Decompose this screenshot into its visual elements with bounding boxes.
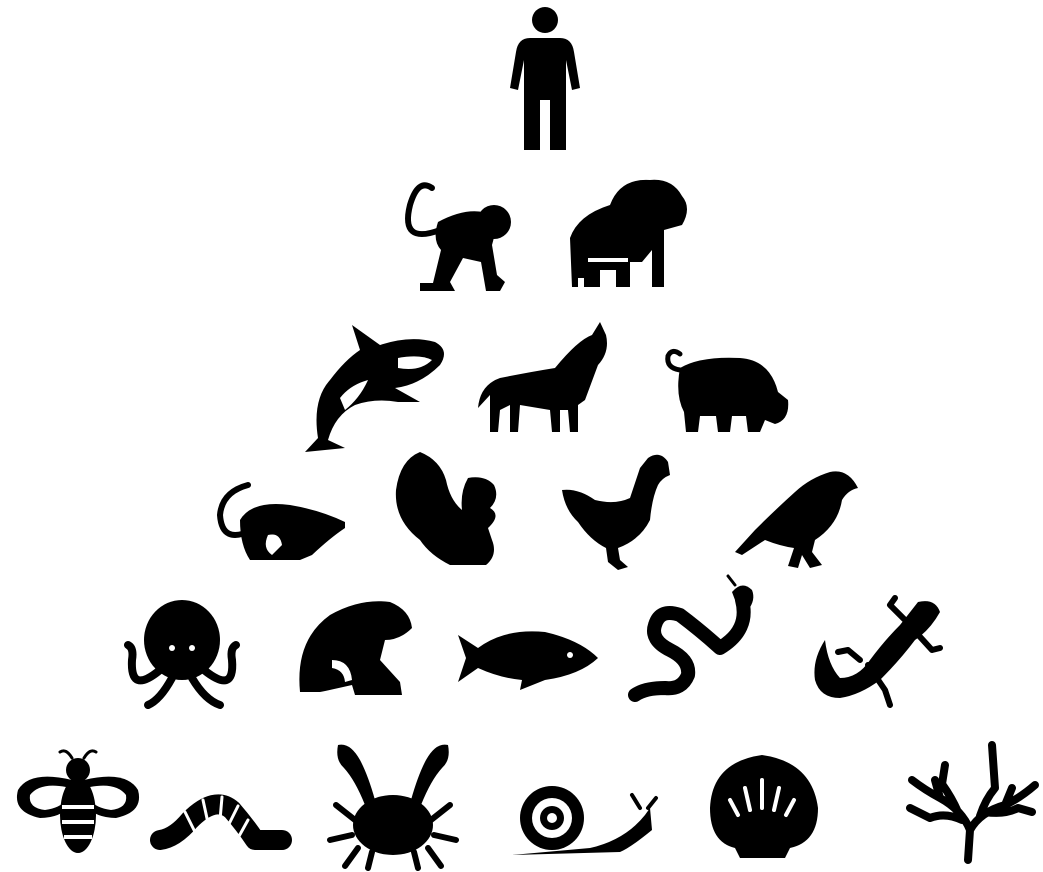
shell-icon xyxy=(710,755,818,858)
bird-icon xyxy=(735,471,858,568)
crab-icon xyxy=(330,745,456,868)
person-icon xyxy=(510,7,580,150)
frog-icon xyxy=(299,601,412,695)
lizard-icon xyxy=(814,598,940,705)
bee-icon xyxy=(17,751,139,853)
monkey-icon xyxy=(408,185,511,291)
squirrel-icon xyxy=(396,452,496,565)
gorilla-icon xyxy=(570,180,687,287)
pig-icon xyxy=(668,351,788,432)
chicken-icon xyxy=(562,455,670,570)
fish-icon xyxy=(458,631,598,690)
wolf-icon xyxy=(478,322,607,432)
orca-icon xyxy=(305,325,444,452)
coral-icon xyxy=(910,745,1035,860)
snake-icon xyxy=(635,576,753,695)
worm-icon xyxy=(160,797,282,840)
rat-icon xyxy=(220,485,345,560)
snail-icon xyxy=(512,786,656,855)
octopus-icon xyxy=(128,600,236,705)
